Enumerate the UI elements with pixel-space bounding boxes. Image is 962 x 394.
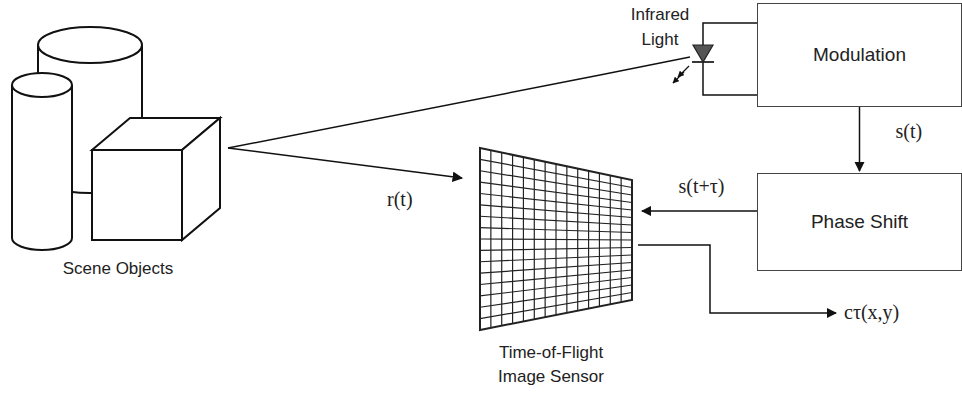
caption-label: Time-of-Flight Image Sensor <box>476 341 626 390</box>
box-label: Modulation <box>813 43 906 68</box>
image-sensor: Time-of-Flight Image Sensor <box>462 145 640 392</box>
connector <box>642 210 757 212</box>
signal-label: r(t) <box>385 188 415 211</box>
signal-label: cτ(x,y) <box>842 301 901 324</box>
process-box: Modulation <box>757 3 962 107</box>
signal-label: s(t) <box>894 120 925 143</box>
connector <box>228 148 462 178</box>
scene-objects: Scene Objects <box>8 12 228 284</box>
scene-objects <box>12 27 220 250</box>
signal-label: s(t+τ) <box>677 175 727 198</box>
connector <box>228 75 600 148</box>
caption-label: Scene Objects <box>63 257 174 282</box>
connector <box>703 23 757 95</box>
light-stub <box>600 57 690 75</box>
process-box: Phase Shift <box>757 173 962 271</box>
sensor-grid <box>480 148 632 330</box>
connector <box>859 107 861 171</box>
infrared-led: Infrared Light <box>600 3 720 103</box>
caption-label: Infrared Light <box>615 3 705 52</box>
box-label: Phase Shift <box>811 210 908 235</box>
